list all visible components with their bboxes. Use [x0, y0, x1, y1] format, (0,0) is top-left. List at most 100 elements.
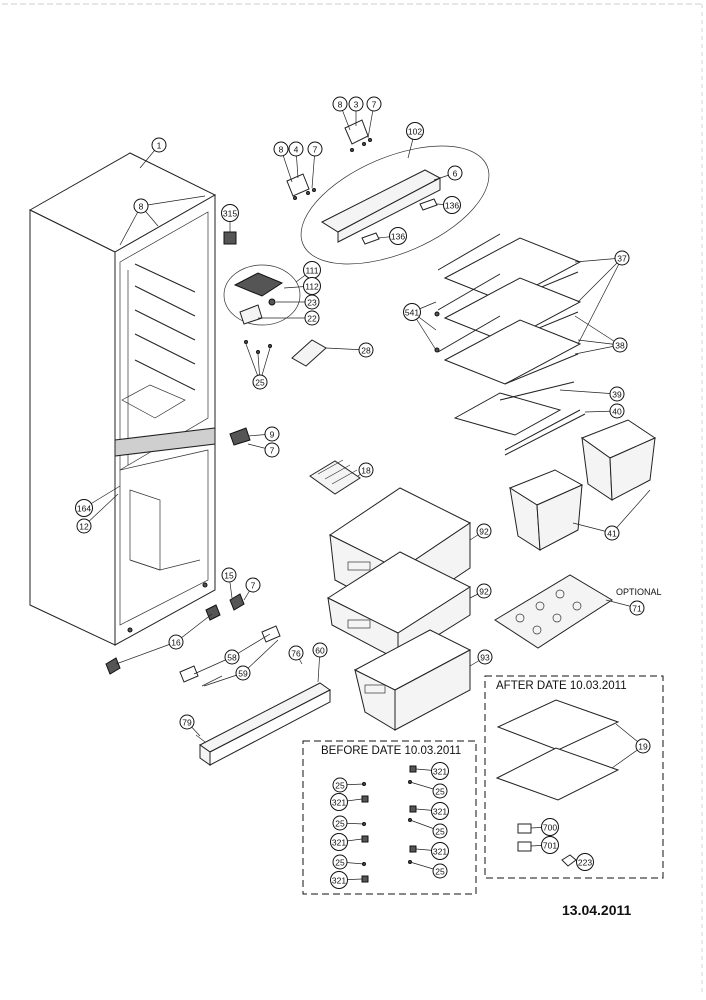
svg-text:7: 7	[251, 581, 256, 591]
svg-text:71: 71	[632, 604, 642, 614]
glass-shelves	[434, 233, 586, 456]
callout-c-7c: 7	[264, 442, 280, 458]
svg-text:25: 25	[435, 827, 445, 837]
pins-group	[244, 340, 272, 354]
callout-c-b25e: 25	[432, 823, 448, 839]
callout-c-37: 37	[614, 250, 630, 266]
svg-text:18: 18	[361, 466, 371, 476]
svg-text:25: 25	[255, 378, 265, 388]
callout-c-b25a: 25	[332, 777, 348, 793]
leader-line-c-12	[83, 493, 119, 527]
svg-text:701: 701	[543, 841, 557, 851]
leader-line-c-41	[611, 489, 651, 534]
callout-c-b321b: 321	[330, 833, 348, 851]
callout-c-92b: 92	[476, 583, 492, 599]
svg-text:102: 102	[408, 127, 422, 137]
callout-c-136a: 136	[443, 196, 461, 214]
callout-c-40: 40	[609, 403, 625, 419]
callout-c-3: 3	[348, 96, 364, 112]
leader-lines	[83, 103, 651, 881]
svg-text:223: 223	[578, 858, 592, 868]
svg-text:58: 58	[227, 653, 237, 663]
callout-c-12: 12	[76, 518, 92, 534]
callout-c-136b: 136	[389, 227, 407, 245]
door-bins	[508, 419, 657, 551]
svg-text:92: 92	[479, 587, 489, 597]
callout-c-111: 111	[303, 261, 321, 279]
svg-text:136: 136	[445, 201, 459, 211]
svg-text:111: 111	[306, 266, 319, 276]
svg-text:7: 7	[372, 100, 377, 110]
leader-line-c-8c	[140, 195, 206, 207]
callout-c-19: 19	[635, 738, 651, 754]
svg-text:16: 16	[171, 638, 181, 648]
svg-text:28: 28	[361, 346, 371, 356]
callout-c-8a: 8	[332, 96, 348, 112]
callout-c-315: 315	[221, 204, 239, 222]
svg-text:321: 321	[433, 847, 447, 857]
optional-label: OPTIONAL	[616, 587, 662, 597]
svg-text:1: 1	[157, 141, 162, 151]
after-date-box: AFTER DATE 10.03.2011	[484, 675, 664, 879]
svg-text:164: 164	[77, 504, 91, 514]
svg-text:8: 8	[338, 100, 343, 110]
svg-text:93: 93	[480, 653, 490, 663]
callout-c-8b: 8	[273, 141, 289, 157]
svg-text:23: 23	[307, 298, 317, 308]
callout-c-16: 16	[168, 634, 184, 650]
svg-text:6: 6	[453, 169, 458, 179]
feet-and-hinges	[105, 593, 281, 687]
callout-c-79: 79	[179, 714, 195, 730]
svg-text:76: 76	[291, 649, 301, 659]
top-cover-group	[300, 145, 490, 265]
top-hinge-group	[286, 119, 372, 200]
svg-text:321: 321	[332, 876, 346, 886]
callout-c-164: 164	[75, 499, 93, 517]
leader-line-c-37	[577, 257, 623, 345]
callout-c-102: 102	[406, 122, 424, 140]
callout-c-b321a: 321	[330, 793, 348, 811]
callout-c-76: 76	[288, 645, 304, 661]
callout-c-15: 15	[221, 567, 237, 583]
leader-line-c-16	[115, 641, 177, 665]
callout-c-41: 41	[604, 525, 620, 541]
callout-c-59: 59	[235, 665, 251, 681]
document-date: 13.04.2011	[562, 902, 632, 918]
svg-text:25: 25	[335, 781, 345, 791]
leader-line-c-37	[577, 257, 623, 303]
svg-text:39: 39	[612, 390, 622, 400]
kick-plate	[195, 682, 331, 766]
callout-c-6: 6	[447, 165, 463, 181]
svg-text:7: 7	[270, 446, 275, 456]
svg-text:4: 4	[294, 145, 299, 155]
callout-c-22: 22	[304, 310, 320, 326]
ice-tray	[309, 459, 361, 495]
leader-line-c-38	[574, 344, 621, 355]
cabinet-body	[28, 152, 217, 646]
svg-text:22: 22	[307, 314, 317, 324]
callout-c-18: 18	[358, 462, 374, 478]
callout-c-60: 60	[312, 642, 328, 658]
svg-text:8: 8	[279, 145, 284, 155]
leader-line-c-16	[175, 613, 213, 643]
svg-text:9: 9	[270, 430, 275, 440]
callout-c-25a: 25	[252, 374, 268, 390]
callout-c-b321d: 321	[431, 762, 449, 780]
svg-text:321: 321	[433, 807, 447, 817]
svg-text:25: 25	[435, 867, 445, 877]
callout-c-7a: 7	[366, 96, 382, 112]
after-date-title: AFTER DATE 10.03.2011	[496, 680, 627, 692]
callout-c-b25d: 25	[432, 783, 448, 799]
callout-c-7d: 7	[245, 577, 261, 593]
callout-c-58: 58	[224, 649, 240, 665]
callout-c-700: 700	[541, 818, 559, 836]
leader-line-c-59	[242, 639, 279, 674]
before-date-title: BEFORE DATE 10.03.2011	[321, 745, 461, 757]
callout-c-b25b: 25	[332, 815, 348, 831]
callout-c-b321c: 321	[330, 871, 348, 889]
svg-text:38: 38	[615, 341, 625, 351]
svg-text:25: 25	[435, 787, 445, 797]
svg-text:321: 321	[433, 767, 447, 777]
